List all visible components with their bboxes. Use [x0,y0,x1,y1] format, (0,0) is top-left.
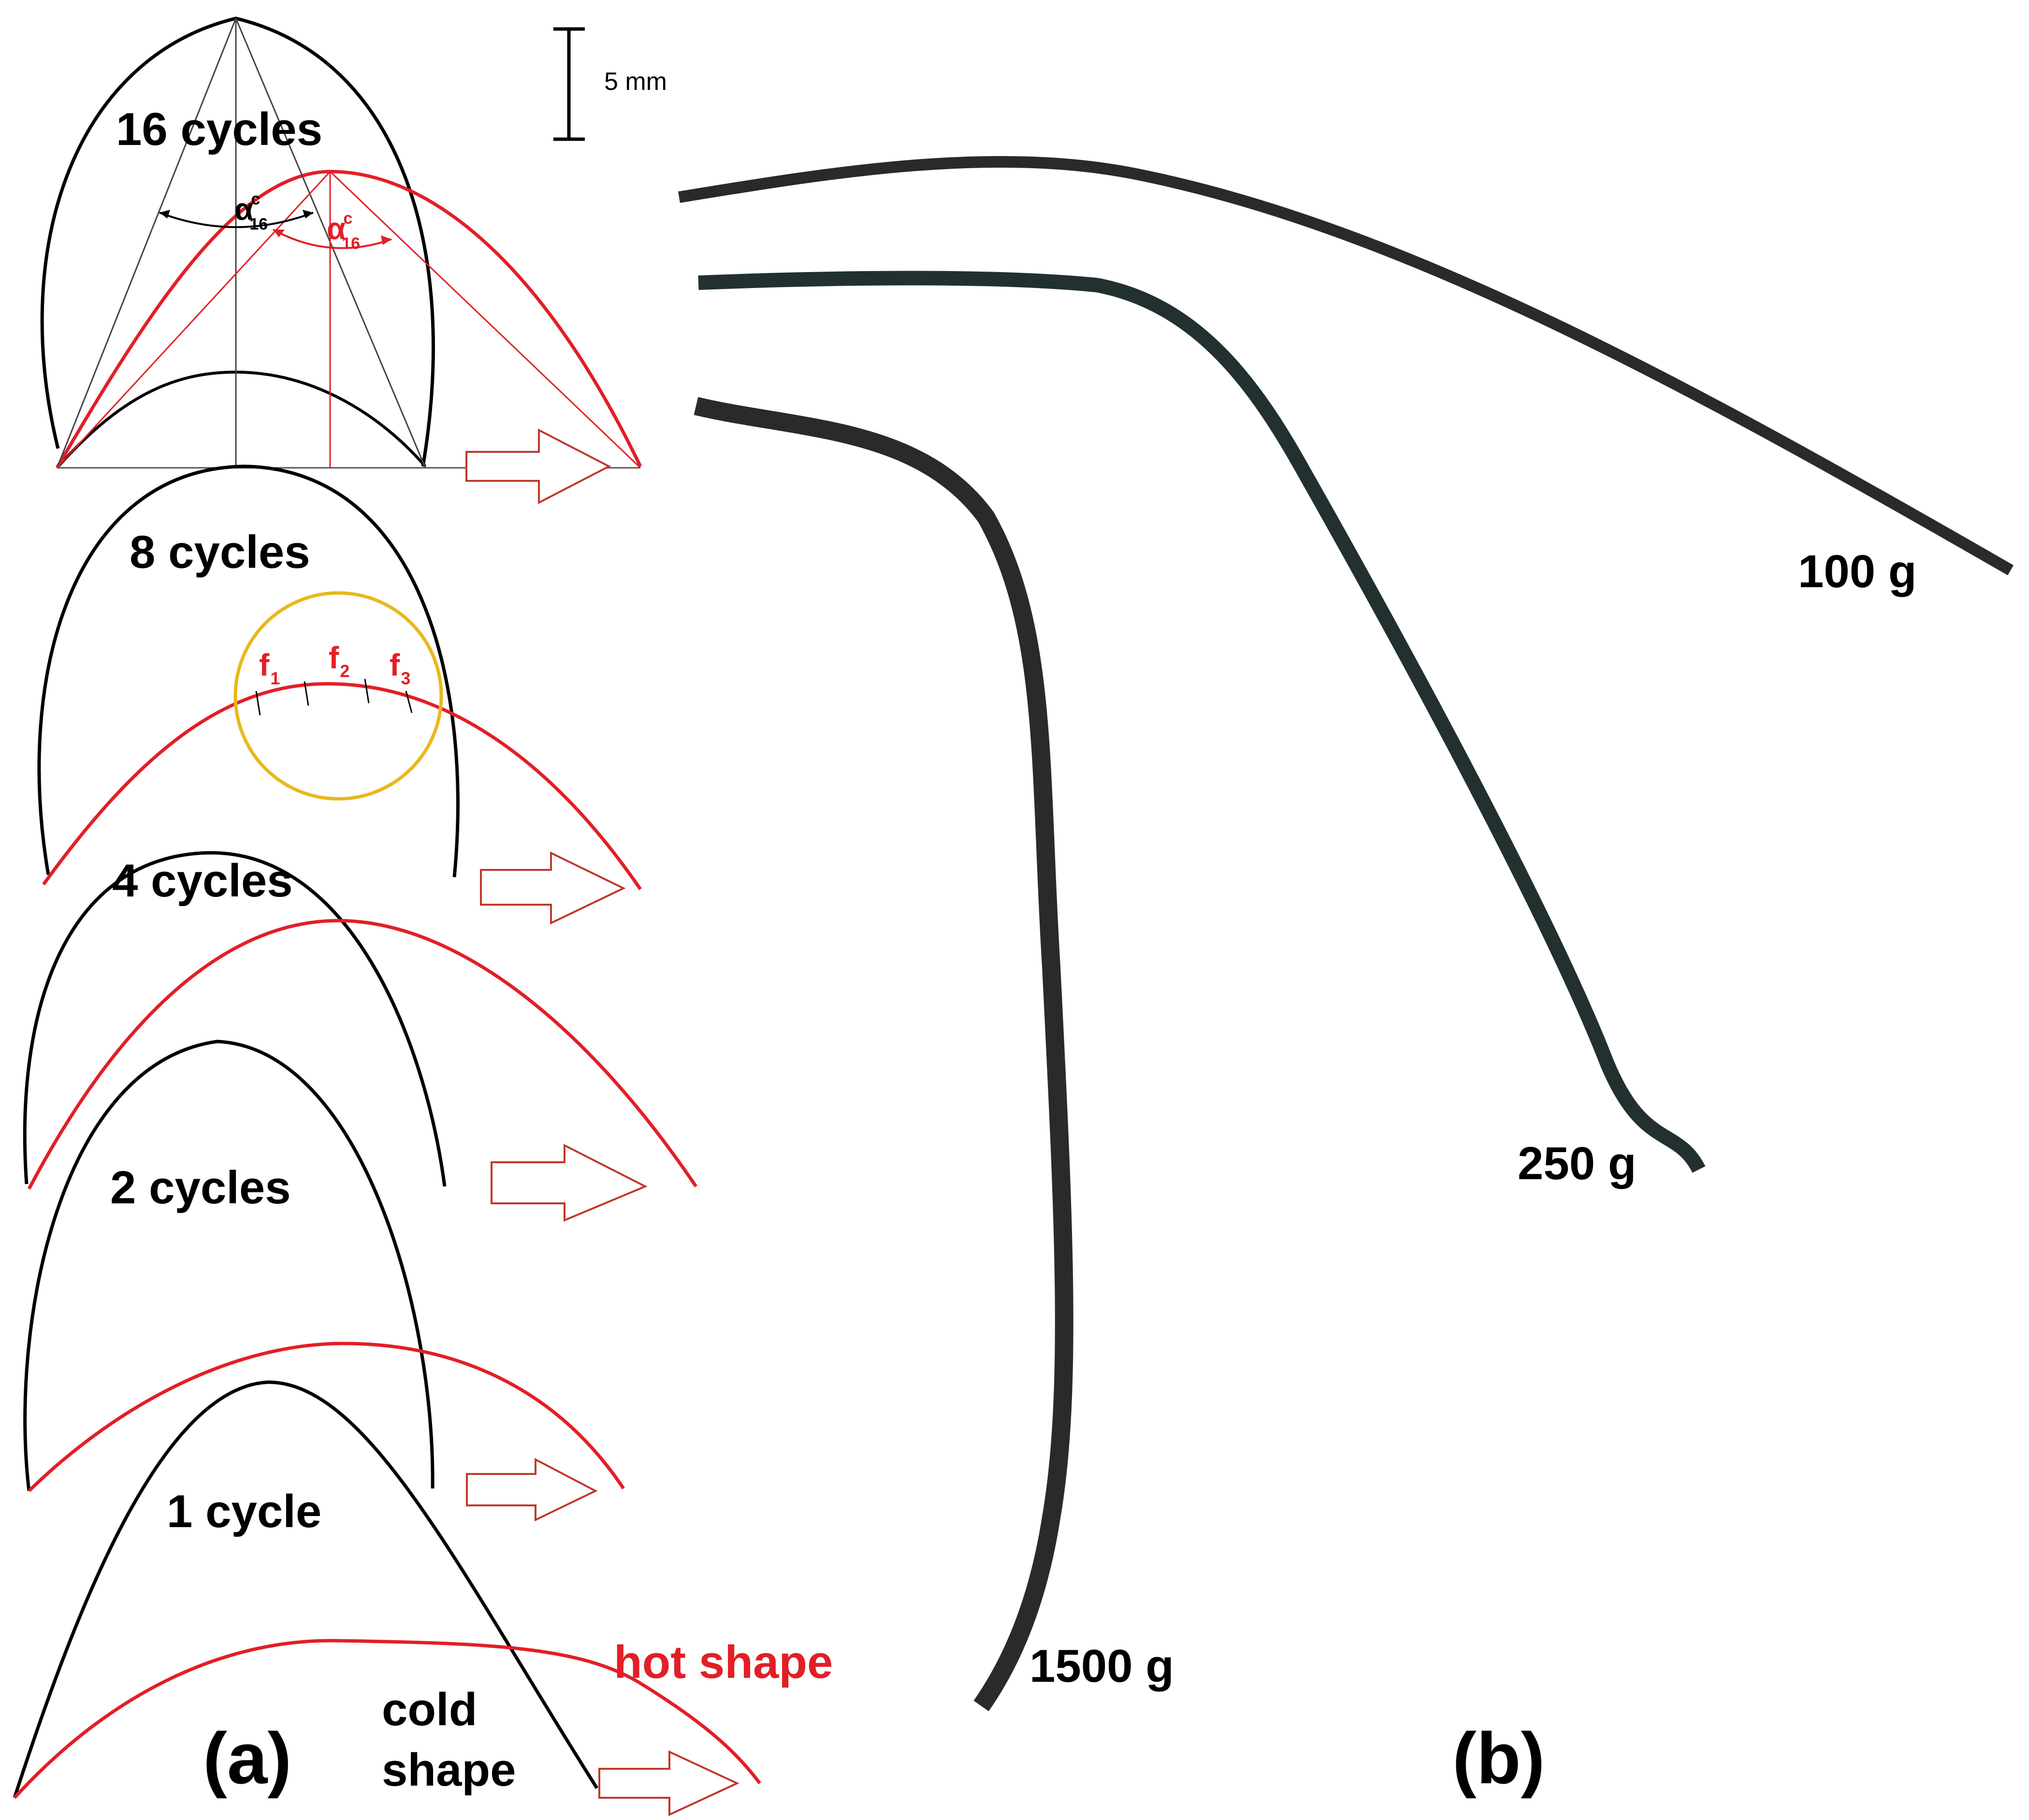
cold-shape-2 [23,1040,435,1491]
arrow-4-icon [491,1143,648,1222]
fragment-tick [304,681,309,706]
arrow-8-icon [480,851,626,925]
fragment-tick [255,691,261,716]
label-16-cycles: 16 cycles [116,103,322,155]
cold-shape-16 [40,16,435,467]
shape-8-cycles: f1 f2 f3 8 cycles [37,464,642,890]
label-8-cycles: 8 cycles [130,526,310,578]
wire-1500g [694,397,1073,1711]
label-4-cycles: 4 cycles [112,855,293,907]
fragment-f3: f3 [390,648,410,688]
hot-angle-arc [273,229,392,249]
hot-shape-4 [27,919,697,1190]
cold-angle-arc [159,212,314,228]
hot-angle-arrow-right [381,235,391,245]
legend-cold-shape-line1: cold [382,1684,477,1735]
cold-shape-1 [13,1380,598,1799]
shape-1-cycle: 1 cycle [13,1380,761,1799]
scale-bar: 5 mm [553,27,667,141]
cold-shape-4 [23,851,447,1187]
fragment-tick [364,679,370,704]
hot-chord-left-16 [56,171,331,469]
arrow-16-icon [465,428,611,505]
wire-1500g-label: 1500 g [1029,1640,1174,1692]
fragment-f2: f2 [329,640,349,681]
wire-100g [678,156,2014,576]
label-2-cycles: 2 cycles [110,1162,291,1213]
fragment-tick [405,691,413,713]
hot-shape-2 [28,1342,625,1492]
wire-100g-label: 100 g [1798,546,1916,597]
label-1-cycle: 1 cycle [167,1486,321,1537]
arrow-2-icon [466,1458,598,1522]
fragment-highlight-circle [233,591,443,801]
hot-chord-right-16 [329,171,641,469]
wire-250g-label: 250 g [1518,1138,1636,1189]
cold-shape-16-inner [56,370,427,469]
hot-shape-1 [13,1639,761,1799]
wire-250g [698,271,1706,1173]
shape-4-cycles: 4 cycles [23,851,697,1190]
cold-chord-left-16 [56,18,237,468]
panel-b-wires: 100 g 250 g 1500 g [678,156,2014,1711]
shape-2-cycles: 2 cycles [23,1040,625,1492]
cold-shape-8 [37,464,460,878]
hot-angle-arrow-left [273,230,285,237]
hot-shape-16 [55,170,642,469]
scale-bar-label: 5 mm [604,68,667,96]
panel-a-label: (a) [203,1718,291,1799]
cold-angle-arrow-left [159,210,170,218]
arrow-1-icon [598,1750,739,1817]
legend-hot-shape: hot shape [614,1636,833,1688]
cold-angle-arrow-right [303,210,313,218]
fragment-f1: f1 [259,648,280,688]
panel-b-label: (b) [1452,1718,1545,1799]
legend-cold-shape-line2: shape [382,1744,516,1796]
hot-shape-8 [42,682,642,890]
